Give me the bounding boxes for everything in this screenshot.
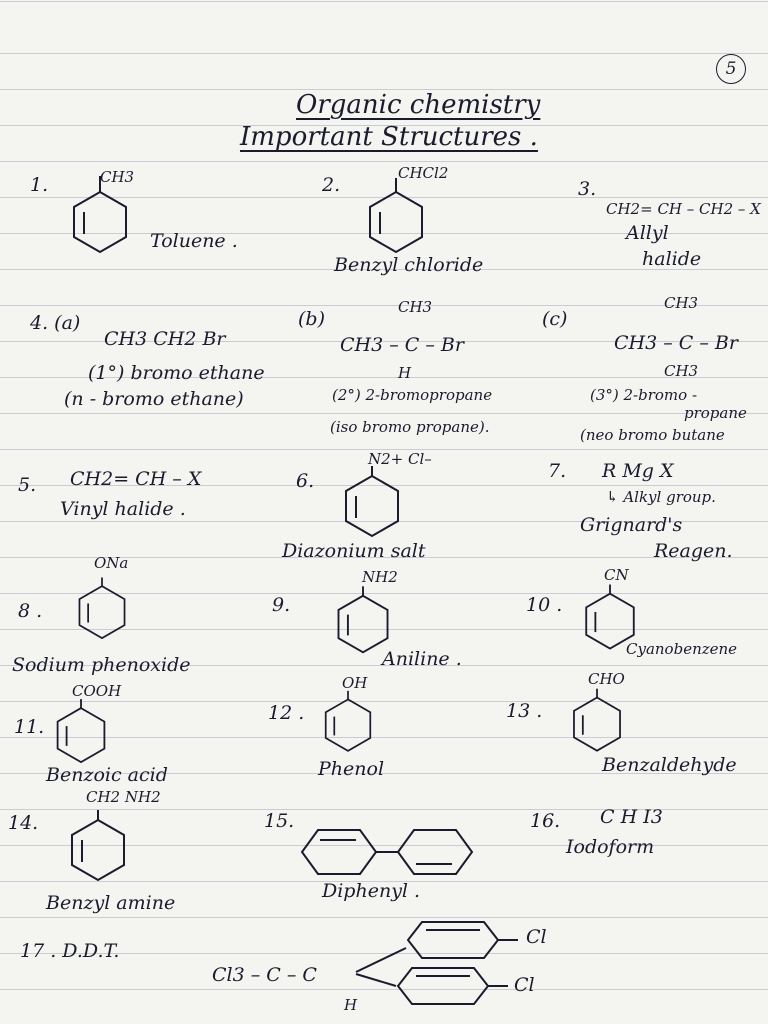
- entry-12-number: 12 .: [268, 702, 305, 724]
- entry-4b-number: (b): [298, 308, 325, 330]
- entry-4b-name-1: (2°) 2-bromopropane: [332, 386, 493, 404]
- entry-4c-name-2: propane: [684, 404, 747, 422]
- entry-4a-name-1: (1°) bromo ethane: [88, 362, 265, 384]
- entry-15-biphenyl: [300, 829, 474, 875]
- entry-4c-formula: CH3 – C – Br: [614, 332, 738, 354]
- entry-17-chlorine-2: Cl: [514, 974, 535, 996]
- entry-5-formula: CH2= CH – X: [70, 468, 202, 490]
- entry-1-substituent: CH3: [100, 168, 135, 186]
- entry-9-benzene-ring: [337, 586, 389, 654]
- page-title: Organic chemistry: [296, 90, 541, 120]
- entry-5-name: Vinyl halide .: [60, 498, 186, 520]
- entry-8-substituent: ONa: [94, 554, 129, 572]
- entry-14-substituent: CH2 NH2: [86, 788, 161, 806]
- entry-12-benzene-ring: [324, 690, 372, 752]
- entry-17-upper-ring: [406, 921, 518, 959]
- entry-17-number: 17 . D.D.T.: [20, 940, 120, 962]
- entry-3-number: 3.: [578, 178, 597, 200]
- entry-2-number: 2.: [322, 174, 341, 196]
- entry-9-substituent: NH2: [362, 568, 398, 586]
- entry-1-name: Toluene .: [150, 230, 238, 252]
- entry-6-substituent: N2+ Cl–: [368, 450, 432, 468]
- entry-16-number: 16.: [530, 810, 561, 832]
- entry-3-name-2: halide: [642, 248, 702, 270]
- entry-16-formula: C H I3: [600, 806, 663, 828]
- entry-12-substituent: OH: [342, 674, 368, 692]
- entry-14-number: 14.: [8, 812, 39, 834]
- page-number: 5: [716, 54, 746, 84]
- entry-14-name: Benzyl amine: [46, 892, 176, 914]
- entry-17-lower-ring: [396, 967, 508, 1005]
- entry-11-benzene-ring: [56, 699, 106, 764]
- entry-3-name-1: Allyl: [626, 222, 669, 244]
- entry-13-name: Benzaldehyde: [602, 754, 737, 776]
- entry-15-number: 15.: [264, 810, 295, 832]
- entry-4b-name-2: (iso bromo propane).: [330, 418, 490, 436]
- entry-7-note: ↳ Alkyl group.: [606, 488, 716, 506]
- entry-9-name: Aniline .: [382, 648, 462, 670]
- entry-6-number: 6.: [296, 470, 315, 492]
- entry-10-benzene-ring: [585, 584, 635, 650]
- entry-7-formula: R Mg X: [602, 460, 674, 482]
- entry-11-substituent: COOH: [72, 682, 122, 700]
- entry-17-hydrogen: H: [344, 996, 358, 1014]
- entry-11-number: 11.: [14, 716, 45, 738]
- entry-11-name: Benzoic acid: [46, 764, 168, 786]
- entry-16-name: Iodoform: [566, 836, 655, 858]
- entry-10-number: 10 .: [526, 594, 563, 616]
- entry-7-number: 7.: [548, 460, 567, 482]
- entry-2-name: Benzyl chloride: [334, 254, 484, 276]
- entry-4c-name-1: (3°) 2-bromo -: [590, 386, 698, 404]
- entry-13-benzene-ring: [573, 688, 621, 752]
- entry-14-benzene-ring: [71, 810, 125, 882]
- entry-17-chlorine-1: Cl: [526, 926, 547, 948]
- entry-15-name: Diphenyl .: [322, 880, 421, 902]
- entry-5-number: 5.: [18, 474, 37, 496]
- entry-4b-formula: CH3 – C – Br: [340, 334, 464, 356]
- entry-4b-bottom: H: [398, 364, 412, 382]
- page-subtitle: Important Structures .: [240, 122, 538, 152]
- entry-4a-formula: CH3 CH2 Br: [104, 328, 226, 350]
- entry-13-number: 13 .: [506, 700, 543, 722]
- entry-1-number: 1.: [30, 174, 49, 196]
- entry-10-substituent: CN: [604, 566, 629, 584]
- entry-7-name-1: Grignard's: [580, 514, 683, 536]
- entry-10-name: Cyanobenzene: [626, 640, 738, 658]
- entry-4a-name-2: (n - bromo ethane): [64, 388, 244, 410]
- entry-6-name: Diazonium salt: [282, 540, 426, 562]
- entry-4c-name-3: (neo bromo butane: [580, 426, 725, 444]
- entry-4c-number: (c): [542, 308, 568, 330]
- entry-2-benzene-ring: [369, 178, 423, 254]
- entry-3-formula: CH2= CH – CH2 – X: [606, 200, 761, 218]
- entry-8-benzene-ring: [78, 577, 126, 640]
- entry-4c-top: CH3: [664, 294, 699, 312]
- entry-9-number: 9.: [272, 594, 291, 616]
- entry-4a-number: 4. (a): [30, 312, 81, 334]
- entry-17-bonds: [355, 947, 407, 987]
- entry-8-name: Sodium phenoxide: [12, 654, 191, 676]
- entry-13-substituent: CHO: [588, 670, 625, 688]
- entry-6-benzene-ring: [345, 466, 399, 538]
- entry-4c-bottom: CH3: [664, 362, 699, 380]
- entry-7-name-2: Reagen.: [654, 540, 733, 562]
- entry-1-benzene-ring: [73, 176, 127, 254]
- entry-8-number: 8 .: [18, 600, 43, 622]
- entry-2-substituent: CHCl2: [398, 164, 449, 182]
- entry-4b-top: CH3: [398, 298, 433, 316]
- entry-17-formula: Cl3 – C – C: [212, 964, 317, 986]
- entry-12-name: Phenol: [318, 758, 385, 780]
